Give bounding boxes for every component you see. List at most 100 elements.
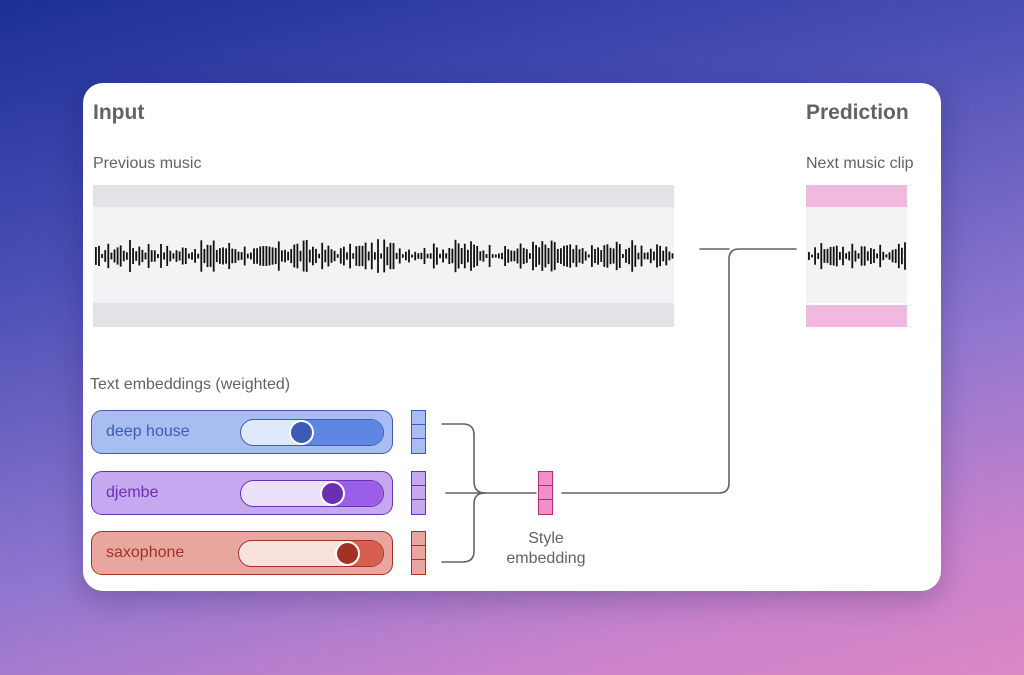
waveform-bar [823, 249, 826, 263]
waveform-bar [842, 246, 844, 266]
waveform-bar [575, 245, 578, 267]
waveform-bar [612, 248, 615, 264]
waveform-bar [277, 241, 280, 271]
waveform-bar [147, 244, 150, 269]
waveform-bar [346, 252, 348, 260]
waveform-bar [519, 243, 522, 269]
vector-cell [539, 486, 552, 500]
waveform-bar [876, 253, 878, 259]
waveform-bar [894, 249, 897, 263]
waveform-bar [553, 242, 556, 270]
waveform-bar [584, 251, 587, 261]
waveform-bar [622, 254, 624, 258]
waveform-bar [646, 252, 649, 260]
waveform-bar [429, 253, 432, 259]
diagram-card: Input Prediction Previous music Next mus… [83, 83, 941, 591]
waveform-bar [839, 252, 841, 260]
waveform-bar [197, 253, 200, 259]
waveform-bar [101, 253, 103, 259]
waveform-bar [160, 244, 162, 268]
waveform-bar [420, 252, 423, 260]
prediction-heading: Prediction [806, 101, 909, 124]
waveform-bar [442, 249, 444, 263]
waveform-bar [246, 253, 249, 259]
waveform-bar [401, 254, 404, 258]
waveform-bar [891, 249, 894, 263]
waveform-bar [206, 244, 209, 268]
waveform-bar [467, 249, 469, 263]
style-caption-line2: embedding [506, 550, 586, 567]
waveform-bar [628, 247, 630, 265]
weight-slider-track[interactable] [240, 480, 384, 507]
waveform-bar [116, 247, 119, 265]
waveform-bar [538, 247, 541, 265]
waveform-bar [643, 252, 646, 260]
waveform-bar [560, 248, 562, 264]
waveform-bar [150, 250, 153, 262]
next-music-clip-waveform [806, 185, 907, 327]
waveform-bar [95, 247, 97, 265]
waveform-bar [209, 245, 212, 267]
waveform-bar [411, 254, 413, 258]
waveform-bar [386, 246, 389, 266]
waveform-bar [873, 249, 875, 263]
waveform-bar [897, 243, 900, 269]
waveform-bar [556, 249, 559, 263]
waveform-bar [370, 242, 373, 270]
waveform-bar [265, 246, 268, 266]
waveform-bar [200, 240, 203, 272]
waveform-bar [215, 249, 218, 263]
vector-cell [412, 500, 425, 514]
vector-cell [539, 500, 552, 514]
waveform-bar [563, 245, 565, 267]
waveform-bar [262, 246, 265, 266]
vector-cell [412, 425, 425, 439]
weight-slider-thumb[interactable] [289, 420, 315, 445]
waveform-bar [417, 253, 420, 259]
waveform-bar [857, 253, 860, 259]
vector-cell [412, 546, 425, 560]
waveform-bar [104, 250, 107, 262]
waveform-bar [625, 249, 627, 263]
waveform-bar [848, 251, 851, 261]
saxophone-connector [441, 492, 486, 563]
waveform-bar [408, 249, 410, 263]
waveform-bar [656, 244, 658, 268]
waveform-bar [454, 239, 457, 273]
waveform-bar [532, 241, 534, 271]
waveform-bar [606, 244, 609, 268]
waveform-bar [866, 251, 869, 261]
waveform-bar [634, 245, 637, 267]
djembe-embedding-vector [411, 471, 426, 515]
waveform-bar [572, 249, 575, 263]
waveform-bar [662, 250, 665, 262]
waveform-bar [240, 252, 243, 260]
waveform-bar [522, 247, 525, 264]
waveform-bar [566, 245, 568, 267]
waveform-bar [414, 251, 417, 261]
prediction-bottom-band [806, 305, 907, 327]
weight-slider-thumb[interactable] [335, 541, 360, 566]
waveform-bar [485, 254, 488, 258]
waveform-bar [107, 243, 110, 269]
waveform-bar [653, 251, 655, 261]
waveform-bar [141, 249, 144, 263]
vector-cell [412, 560, 425, 574]
waveform-bar [879, 244, 882, 268]
waveform-bar [126, 252, 128, 260]
waveform-bar [541, 241, 544, 271]
waveform-bar [432, 243, 435, 269]
vector-cell [412, 439, 425, 453]
waveform-bar [501, 252, 503, 260]
waveform-bar [129, 240, 131, 272]
weight-slider-track[interactable] [238, 540, 384, 567]
input-heading: Input [93, 101, 145, 124]
weight-slider-thumb[interactable] [319, 481, 345, 506]
waveform-bar [175, 250, 178, 262]
waveform-bar [479, 251, 482, 261]
waveform-bar [609, 247, 612, 265]
waveform-bar [144, 252, 147, 260]
waveform-bar [132, 248, 134, 264]
prompt-row-saxophone: saxophone [91, 531, 393, 575]
